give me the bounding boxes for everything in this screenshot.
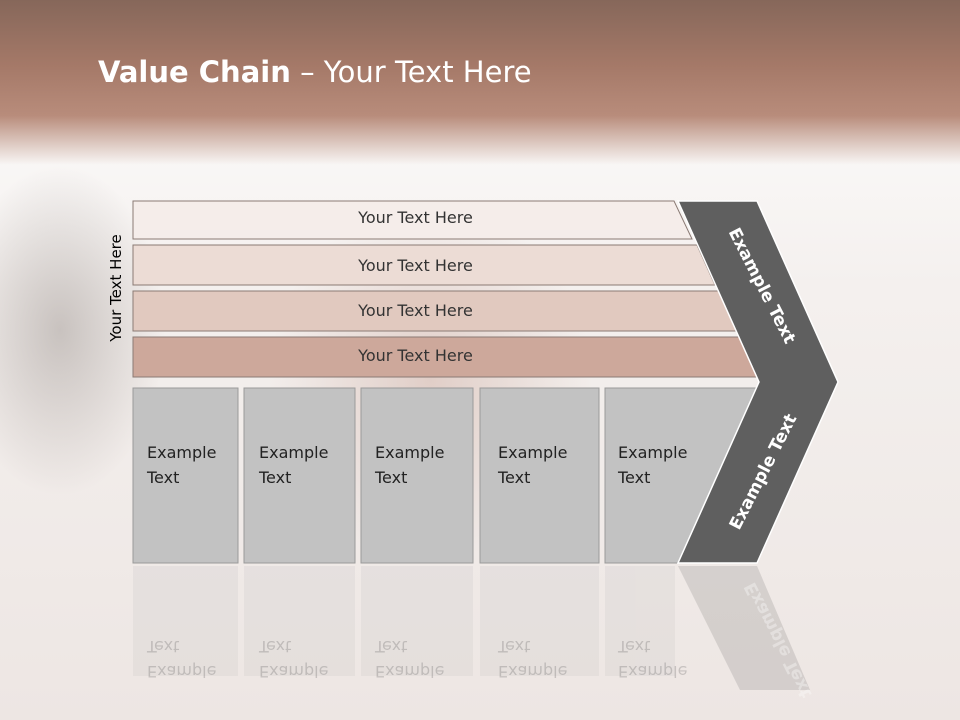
chevron-arrow[interactable] xyxy=(676,200,839,564)
column-5-line2: Text xyxy=(618,468,651,487)
column-1[interactable] xyxy=(132,387,239,564)
column-2[interactable] xyxy=(243,387,356,564)
column-1-reflect-line1: Example xyxy=(147,662,217,681)
slide-title-rest: – Your Text Here xyxy=(290,55,532,89)
column-4-label-reflection: Example Text xyxy=(498,634,567,684)
column-1-reflect-line2: Text xyxy=(147,637,180,656)
column-3-reflect-line2: Text xyxy=(375,637,408,656)
column-3[interactable] xyxy=(360,387,474,564)
column-4-line1: Example xyxy=(498,443,568,462)
bar-4-label: Your Text Here xyxy=(358,346,473,365)
column-3-label: Example Text xyxy=(375,440,444,490)
column-5-label-reflection: Example Text xyxy=(618,634,687,684)
column-2-reflect-line1: Example xyxy=(259,662,329,681)
column-5-line1: Example xyxy=(618,443,688,462)
column-4-line2: Text xyxy=(498,468,531,487)
bar-1[interactable] xyxy=(132,200,693,240)
column-4[interactable] xyxy=(479,387,600,564)
column-2-reflect-line2: Text xyxy=(259,637,292,656)
column-1-line1: Example xyxy=(147,443,217,462)
column-4-reflect-line2: Text xyxy=(498,637,531,656)
column-5-reflect-line2: Text xyxy=(618,637,651,656)
column-3-line1: Example xyxy=(375,443,445,462)
column-3-label-reflection: Example Text xyxy=(375,634,444,684)
column-3-reflect-line1: Example xyxy=(375,662,445,681)
header-band xyxy=(0,0,960,165)
column-3-line2: Text xyxy=(375,468,408,487)
bar-3-label: Your Text Here xyxy=(358,301,473,320)
column-4-reflect-line1: Example xyxy=(498,662,568,681)
column-4-label: Example Text xyxy=(498,440,567,490)
column-2-label: Example Text xyxy=(259,440,328,490)
column-2-label-reflection: Example Text xyxy=(259,634,328,684)
column-5-label: Example Text xyxy=(618,440,687,490)
columns-reflection xyxy=(133,566,675,676)
column-2-line1: Example xyxy=(259,443,329,462)
bar-2-label: Your Text Here xyxy=(358,256,473,275)
chevron-arrow-reflection xyxy=(678,566,810,690)
column-1-label-reflection: Example Text xyxy=(147,634,216,684)
bar-1-label: Your Text Here xyxy=(358,208,473,227)
column-1-line2: Text xyxy=(147,468,180,487)
slide-title-bold: Value Chain xyxy=(98,55,291,89)
column-5-reflect-line1: Example xyxy=(618,662,688,681)
slide-title: Value Chain – Your Text Here xyxy=(98,55,532,89)
column-1-label: Example Text xyxy=(147,440,216,490)
column-2-line2: Text xyxy=(259,468,292,487)
